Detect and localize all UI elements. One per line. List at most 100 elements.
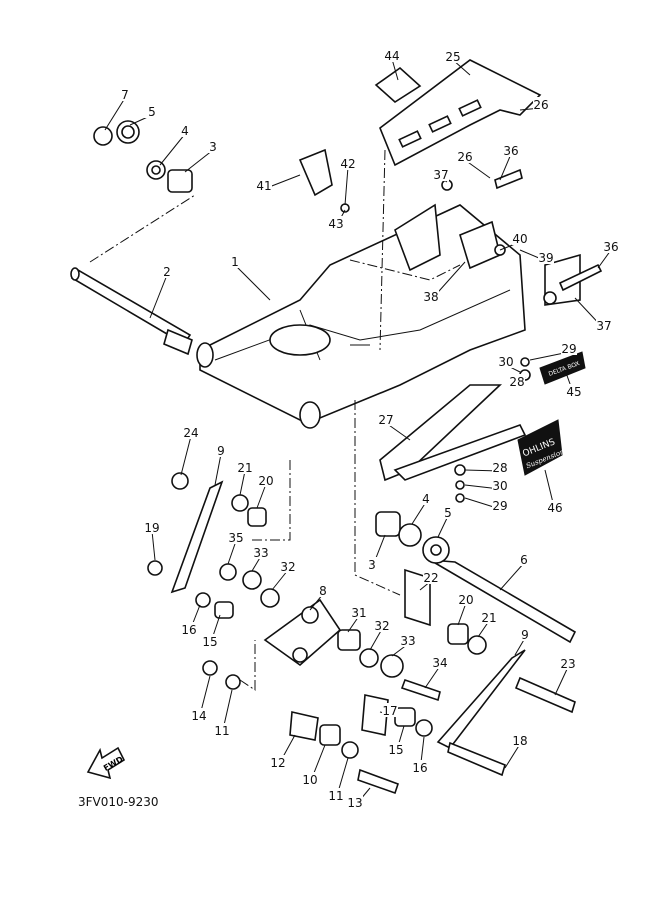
leader-line [504,743,521,769]
leader-line [214,453,222,486]
callout-32: 32 [374,619,389,633]
callout-27: 27 [378,413,393,427]
callout-13: 13 [347,796,362,810]
callout-40: 40 [512,232,527,246]
linkage [170,480,577,795]
callout-14: 14 [191,709,206,723]
callout-18: 18 [512,734,527,748]
drawing-code: 3FV010-9230 [78,795,159,809]
leader-line [499,153,512,181]
callout-26: 26 [457,150,472,164]
leader-line [256,483,267,509]
leader-line [411,501,427,525]
callout-21: 21 [481,611,496,625]
leader-line [159,133,186,166]
callout-34: 34 [432,656,447,670]
leader-line [180,435,192,476]
leader-line [369,628,383,651]
callout-26: 26 [533,98,548,112]
leader-line [227,540,237,565]
callout-10: 10 [302,773,317,787]
leader-line [151,530,156,561]
callout-1: 1 [231,255,239,269]
callout-22: 22 [423,571,438,585]
callout-32: 32 [280,560,295,574]
chain-guard [374,59,542,167]
leader-line [424,665,441,689]
callout-28: 28 [492,461,507,475]
callout-46: 46 [547,501,562,515]
callout-15: 15 [388,743,403,757]
callout-30: 30 [498,355,513,369]
callout-28: 28 [509,375,524,389]
callout-5: 5 [148,105,156,119]
callout-36: 36 [603,240,618,254]
callout-15: 15 [202,635,217,649]
callout-43: 43 [328,217,343,231]
callout-33: 33 [253,546,268,560]
callout-2: 2 [163,265,171,279]
callout-7: 7 [121,88,129,102]
brackets [298,148,603,306]
leader-line [271,569,289,591]
callout-17: 17 [382,704,397,718]
callout-4: 4 [422,492,430,506]
swingarm [196,203,526,429]
leader-line [457,602,467,626]
callout-20: 20 [458,593,473,607]
callout-16: 16 [181,623,196,637]
callout-37: 37 [596,319,611,333]
callout-6: 6 [520,553,528,567]
callout-12: 12 [270,756,285,770]
callout-11: 11 [214,724,229,738]
callout-42: 42 [340,157,355,171]
callout-29: 29 [492,499,507,513]
collars-and-bearings [195,357,531,759]
callout-45: 45 [566,385,581,399]
leader-line [554,666,569,696]
callout-44: 44 [384,49,399,63]
alignment-lines [89,149,461,691]
callout-39: 39 [538,251,553,265]
callout-36: 36 [503,144,518,158]
callout-16: 16 [412,761,427,775]
callout-35: 35 [228,531,243,545]
leader-line [391,58,399,81]
callout-9: 9 [217,444,225,458]
decal-ohlins: OHLINS Suspension [517,419,566,476]
callout-3: 3 [209,140,217,154]
callout-23: 23 [560,657,575,671]
leader-line [344,166,349,206]
leader-line [149,274,168,319]
callout-37: 37 [433,168,448,182]
pivot-shaft [70,267,193,356]
callout-9: 9 [521,628,529,642]
leader-line [239,470,246,496]
callout-20: 20 [258,474,273,488]
callout-19: 19 [144,521,159,535]
leader-line [437,515,449,538]
leader-line [499,562,525,591]
callout-4: 4 [181,124,189,138]
leader-line [104,97,126,131]
callout-33: 33 [400,634,415,648]
leader-line [184,149,214,173]
forward-arrow-icon: FWD [86,746,126,780]
leader-line [234,264,271,301]
callout-29: 29 [561,342,576,356]
callout-24: 24 [183,426,198,440]
callout-31: 31 [351,606,366,620]
callout-8: 8 [319,584,327,598]
callout-41: 41 [256,179,271,193]
callout-11: 11 [328,789,343,803]
callout-21: 21 [237,461,252,475]
pivot-bearings [93,120,193,576]
callout-3: 3 [368,558,376,572]
callout-38: 38 [423,290,438,304]
chain-slider [379,384,527,482]
decal-delta-box: DELTA BOX [539,351,586,385]
callout-25: 25 [445,50,460,64]
